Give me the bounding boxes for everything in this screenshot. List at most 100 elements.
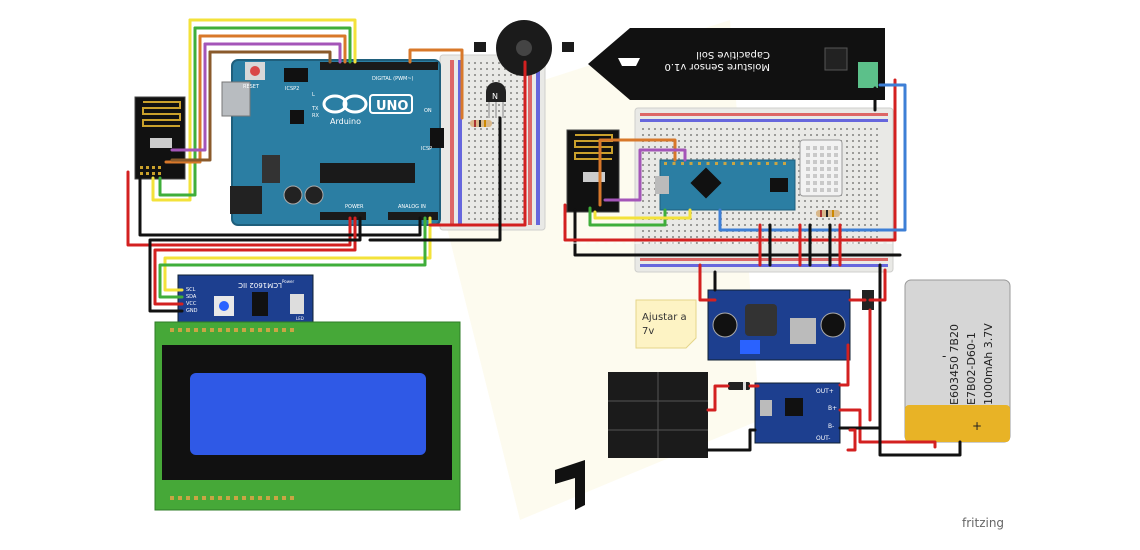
breadboard-hole	[870, 140, 872, 142]
breadboard-hole	[876, 146, 878, 148]
breadboard-hole	[480, 194, 482, 196]
breadboard-hole	[654, 194, 656, 196]
breadboard-hole	[846, 218, 848, 220]
dht-vent	[834, 181, 838, 185]
breadboard-hole	[726, 146, 728, 148]
breadboard-hole	[798, 206, 800, 208]
breadboard-hole	[504, 80, 506, 82]
breadboard-hole	[516, 200, 518, 202]
lcd-pin	[258, 328, 262, 332]
breadboard-hole	[642, 146, 644, 148]
lcd-pin-vcc: VCC	[186, 301, 197, 307]
reset-button[interactable]	[250, 66, 260, 76]
arduino-uno-board: RESET ICSP2 DIGITAL (PWM~) UNO Arduino T…	[221, 59, 444, 226]
lcd-pin	[170, 496, 174, 500]
breadboard-hole	[492, 212, 494, 214]
breadboard-hole	[690, 158, 692, 160]
breadboard-hole	[762, 224, 764, 226]
breadboard-hole	[522, 134, 524, 136]
breadboard-hole	[672, 128, 674, 130]
lcd-pin	[218, 328, 222, 332]
breadboard-hole	[828, 128, 830, 130]
breadboard-hole	[486, 158, 488, 160]
breadboard-hole	[468, 68, 470, 70]
breadboard-hole	[510, 218, 512, 220]
icsp-label: ICSP	[421, 146, 432, 152]
switch[interactable]	[862, 290, 874, 310]
breadboard-hole	[846, 146, 848, 148]
breadboard-hole	[474, 110, 476, 112]
breadboard-hole	[474, 92, 476, 94]
breadboard-hole	[744, 140, 746, 142]
breadboard-hole	[852, 158, 854, 160]
breadboard-hole	[522, 194, 524, 196]
lcd-pin	[250, 328, 254, 332]
breadboard-hole	[840, 134, 842, 136]
lcd-pin	[274, 496, 278, 500]
breadboard-hole	[876, 212, 878, 214]
breadboard-hole	[690, 140, 692, 142]
breadboard-hole	[714, 242, 716, 244]
breadboard-hole	[846, 128, 848, 130]
breadboard-hole	[798, 218, 800, 220]
breadboard-hole	[792, 236, 794, 238]
breadboard-hole	[510, 74, 512, 76]
left-breadboard	[439, 54, 546, 231]
breadboard-hole	[702, 212, 704, 214]
dht-vent	[813, 174, 817, 178]
breadboard-hole	[858, 176, 860, 178]
breadboard-hole	[822, 236, 824, 238]
breadboard-hole	[684, 146, 686, 148]
breadboard-hole	[714, 146, 716, 148]
breadboard-hole	[492, 110, 494, 112]
breadboard-hole	[732, 140, 734, 142]
breadboard-hole	[744, 146, 746, 148]
breadboard-hole	[780, 158, 782, 160]
breadboard-hole	[648, 206, 650, 208]
arduino-nano	[655, 159, 796, 211]
breadboard-hole	[648, 182, 650, 184]
breadboard-hole	[672, 230, 674, 232]
breadboard-hole	[876, 164, 878, 166]
breadboard-hole	[672, 236, 674, 238]
breadboard-hole	[714, 152, 716, 154]
lcd-pin	[178, 328, 182, 332]
breadboard-hole	[696, 224, 698, 226]
breadboard-hole	[780, 152, 782, 154]
header-pin	[146, 166, 149, 169]
breadboard-hole	[852, 152, 854, 154]
breadboard-hole	[864, 236, 866, 238]
breadboard-hole	[480, 182, 482, 184]
breadboard-hole	[720, 128, 722, 130]
breadboard-hole	[750, 236, 752, 238]
dht-vent	[827, 188, 831, 192]
lcd-pin	[202, 328, 206, 332]
breadboard-hole	[846, 236, 848, 238]
breadboard-hole	[864, 212, 866, 214]
breadboard-hole	[864, 164, 866, 166]
breadboard-hole	[714, 212, 716, 214]
breadboard-hole	[648, 128, 650, 130]
lcd-pin	[234, 496, 238, 500]
dht-vent	[820, 181, 824, 185]
lcd-led-label: LED	[296, 316, 304, 321]
breadboard-hole	[504, 170, 506, 172]
breadboard-hole	[792, 128, 794, 130]
breadboard-hole	[768, 134, 770, 136]
lcd-pin-gnd: GND	[186, 308, 198, 314]
lcd-pin	[282, 496, 286, 500]
breadboard-hole	[654, 164, 656, 166]
l-label: L	[312, 92, 315, 98]
breadboard-hole	[732, 218, 734, 220]
breadboard-hole	[492, 200, 494, 202]
breadboard-hole	[474, 134, 476, 136]
breadboard-hole	[870, 170, 872, 172]
breadboard-hole	[732, 236, 734, 238]
breadboard-hole	[516, 176, 518, 178]
nano-pin	[732, 162, 735, 165]
breadboard-hole	[852, 170, 854, 172]
breadboard-hole	[726, 158, 728, 160]
breadboard-hole	[468, 218, 470, 220]
breadboard-hole	[522, 164, 524, 166]
